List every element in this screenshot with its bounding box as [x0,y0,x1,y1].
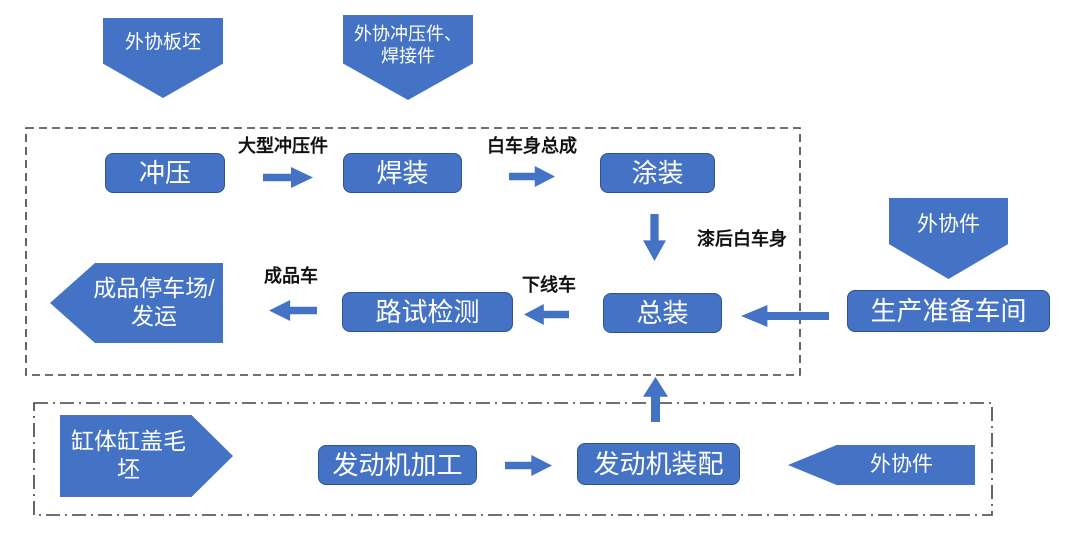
process-prep-workshop-box: 生产准备车间 [847,290,1050,332]
input-cylinder-blank-pentagon: 缸体缸盖毛坯 [60,415,233,497]
input-cylinder-blank-label: 缸体缸盖毛坯 [71,428,186,482]
vehicle-plant-boundary [25,127,801,376]
flow-label-biw-assembly: 白车身总成 [487,136,577,156]
process-engine-assembly-box: 发动机装配 [577,443,740,485]
process-road-test-label: 路试检测 [375,296,480,327]
process-assembly-label: 总装 [636,297,689,328]
input-stamping-welding-parts-label: 外协冲压件、焊接件 [354,24,462,66]
process-assembly-box: 总装 [603,293,722,333]
input-slab-label: 外协板坯 [124,32,201,53]
input-stamping-welding-parts-pentagon: 外协冲压件、焊接件 [343,15,473,100]
process-engine-machining-box: 发动机加工 [318,445,477,485]
flow-label-large-stampings: 大型冲压件 [238,136,328,156]
process-road-test-box: 路试检测 [342,292,513,332]
engine-plant-boundary [33,402,993,516]
process-stamping-label: 冲压 [138,157,191,188]
process-painting-label: 涂装 [631,157,684,188]
input-vehicle-outsourced-parts-label: 外协件 [917,213,980,236]
flow-label-finished-vehicle: 成品车 [264,266,318,286]
process-prep-workshop-label: 生产准备车间 [870,295,1027,326]
output-finished-parking-label: 成品停车场/发运 [93,275,215,329]
input-engine-outsourced-parts-label: 外协件 [870,453,933,477]
process-painting-box: 涂装 [600,153,715,193]
process-welding-box: 焊装 [343,153,462,193]
flow-label-painted-biw: 漆后白车身 [697,229,787,249]
process-engine-machining-label: 发动机加工 [332,449,463,480]
flow-label-offline-vehicle: 下线车 [522,275,576,295]
process-welding-label: 焊装 [376,157,429,188]
process-engine-assembly-label: 发动机装配 [593,448,724,479]
process-stamping-box: 冲压 [105,153,225,193]
input-slab-pentagon: 外协板坯 [103,18,223,98]
